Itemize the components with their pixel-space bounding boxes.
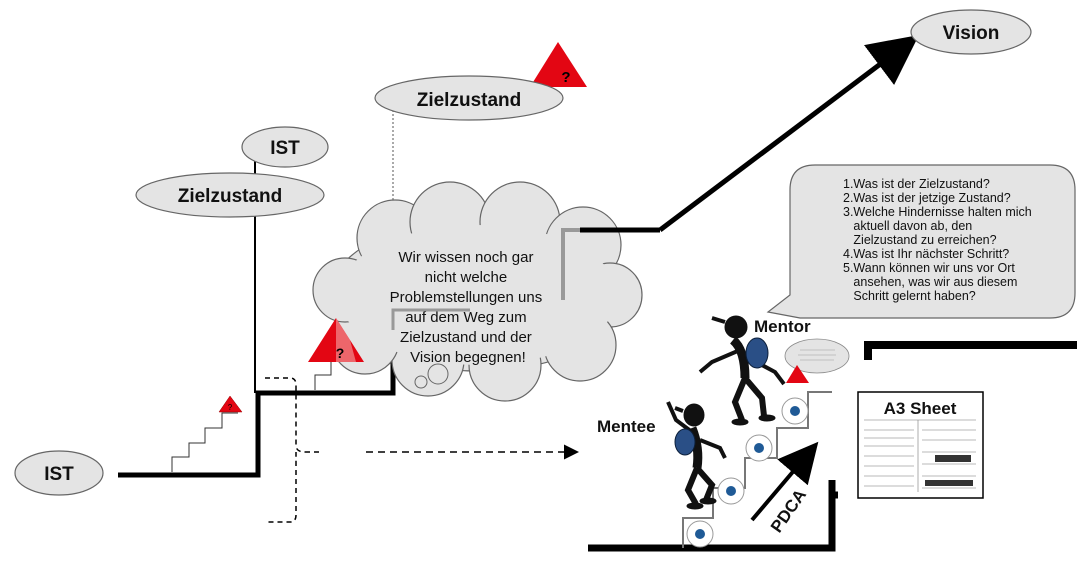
svg-text:1.Was ist der Zielzustand?: 1.Was ist der Zielzustand? 2.Was ist der… xyxy=(843,177,1035,303)
warning-triangle-middle: ? xyxy=(308,318,364,362)
svg-text:?: ? xyxy=(228,403,233,412)
question-line-8: ansehen, was wir aus diesem xyxy=(843,275,1017,289)
thought-cloud: Wir wissen noch gar nicht welche Problem… xyxy=(312,181,643,402)
mentor-backpack xyxy=(745,337,769,369)
oval-ist-bottom: IST xyxy=(14,450,104,496)
oval-ist-top: IST xyxy=(241,126,329,168)
warning-triangle-top: ? xyxy=(530,42,587,87)
mentor-scene: PDCA xyxy=(588,315,1077,552)
question-line-4: aktuell davon ab, den xyxy=(843,219,972,233)
cloud-line-4: auf dem Weg zum xyxy=(405,309,526,326)
mentor-label: Mentor xyxy=(754,317,811,336)
dashed-bracket xyxy=(265,377,322,523)
path-through-cloud xyxy=(391,308,470,330)
oval-zielzustand-top: Zielzustand xyxy=(374,75,564,121)
oval-zielzustand-left: Zielzustand xyxy=(135,172,325,218)
svg-text:Zielzustand: Zielzustand xyxy=(417,90,522,111)
svg-text:Zielzustand: Zielzustand xyxy=(178,186,283,207)
question-line-7: 5.Wann können wir uns vor Ort xyxy=(843,261,1015,275)
question-line-1: 1.Was ist der Zielzustand? xyxy=(843,177,990,191)
vision-arrow xyxy=(658,34,919,232)
cloud-line-3: Problemstellungen uns xyxy=(390,289,543,306)
coaching-questions-bubble: 1.Was ist der Zielzustand? 2.Was ist der… xyxy=(766,164,1076,319)
mini-thought-cloud xyxy=(784,338,850,374)
svg-text:Vision: Vision xyxy=(943,23,1000,44)
a3-sheet-label: A3 Sheet xyxy=(884,399,957,418)
scene-upper-ledge xyxy=(864,341,1077,360)
oval-vision: Vision xyxy=(910,9,1032,55)
cloud-line-6: Vision begegnen! xyxy=(410,349,526,366)
svg-text:?: ? xyxy=(561,69,570,86)
svg-text:Wir wissen noch gar nich: Wir wissen noch gar nicht welche Problem… xyxy=(390,249,547,366)
warning-triangle-scene xyxy=(786,365,809,383)
a3-sheet: A3 Sheet xyxy=(857,391,984,499)
cloud-line-5: Zielzustand und der xyxy=(400,329,532,346)
mentor-figure xyxy=(698,315,786,426)
question-line-9: Schritt gelernt haben? xyxy=(843,289,976,303)
question-line-5: Zielzustand zu erreichen? xyxy=(843,233,997,247)
svg-text:IST: IST xyxy=(270,138,300,159)
cloud-line-2: nicht welche xyxy=(425,269,508,286)
pdca-arrow xyxy=(750,441,819,522)
pdca-stairs xyxy=(682,391,832,548)
mentee-label: Mentee xyxy=(597,417,656,436)
mentee-backpack xyxy=(674,428,696,456)
question-line-3: 3.Welche Hindernisse halten mich xyxy=(843,205,1032,219)
svg-text:IST: IST xyxy=(44,464,74,485)
question-line-2: 2.Was ist der jetzige Zustand? xyxy=(843,191,1011,205)
cloud-tail-bubble-1 xyxy=(427,363,449,385)
cloud-line-1: Wir wissen noch gar xyxy=(398,249,533,266)
warning-triangle-small: ? xyxy=(218,395,243,413)
question-line-6: 4.Was ist Ihr nächster Schritt? xyxy=(843,247,1009,261)
small-steps-left xyxy=(171,412,238,472)
mentee-figure xyxy=(666,401,727,510)
cloud-tail-bubble-2 xyxy=(414,375,428,389)
svg-text:?: ? xyxy=(336,345,345,361)
